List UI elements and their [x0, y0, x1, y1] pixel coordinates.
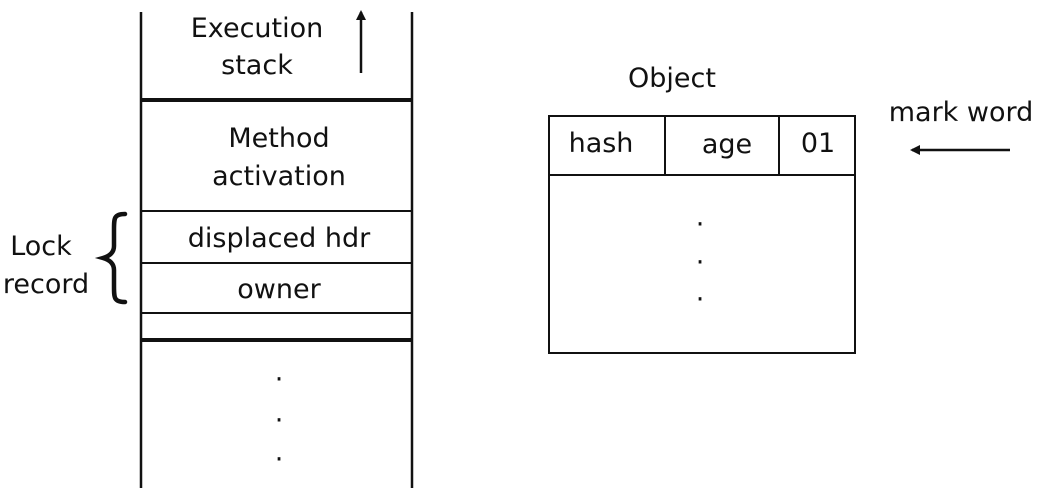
object-ellipsis-dot-1: ·: [696, 209, 705, 240]
mark-word-label: mark word: [889, 97, 1034, 128]
lock-record-label-line2: record: [3, 269, 89, 300]
execution-stack-label-line1: Execution: [191, 13, 324, 44]
stack-ellipsis-dot-3: ·: [275, 444, 284, 475]
object-title: Object: [628, 63, 716, 94]
mark-word-hash-field: hash: [569, 128, 634, 159]
method-activation-line2: activation: [212, 161, 346, 192]
lock-record-label-line1: Lock: [10, 231, 72, 262]
method-activation-line1: Method: [228, 123, 329, 154]
mark-word-pointer: mark word: [889, 97, 1034, 155]
execution-stack-label-line2: stack: [221, 50, 293, 81]
object-ellipsis-dot-3: ·: [696, 284, 705, 315]
object-ellipsis-dot-2: ·: [696, 247, 705, 278]
object: Object hash age 01 · · ·: [548, 63, 856, 354]
lock-record-annotation: Lock record: [3, 211, 128, 305]
displaced-hdr-slot: displaced hdr: [188, 223, 371, 254]
stack-ellipsis-dot-2: ·: [275, 405, 284, 436]
stack-ellipsis-dot-1: ·: [275, 364, 284, 395]
execution-stack: Execution stack Method activation displa…: [139, 10, 414, 488]
object-box: [548, 115, 856, 354]
lock-record-brace-icon: [94, 211, 128, 305]
owner-slot: owner: [237, 274, 321, 305]
mark-word-age-field: age: [702, 129, 752, 160]
mark-word-lock-bits-field: 01: [801, 128, 835, 159]
